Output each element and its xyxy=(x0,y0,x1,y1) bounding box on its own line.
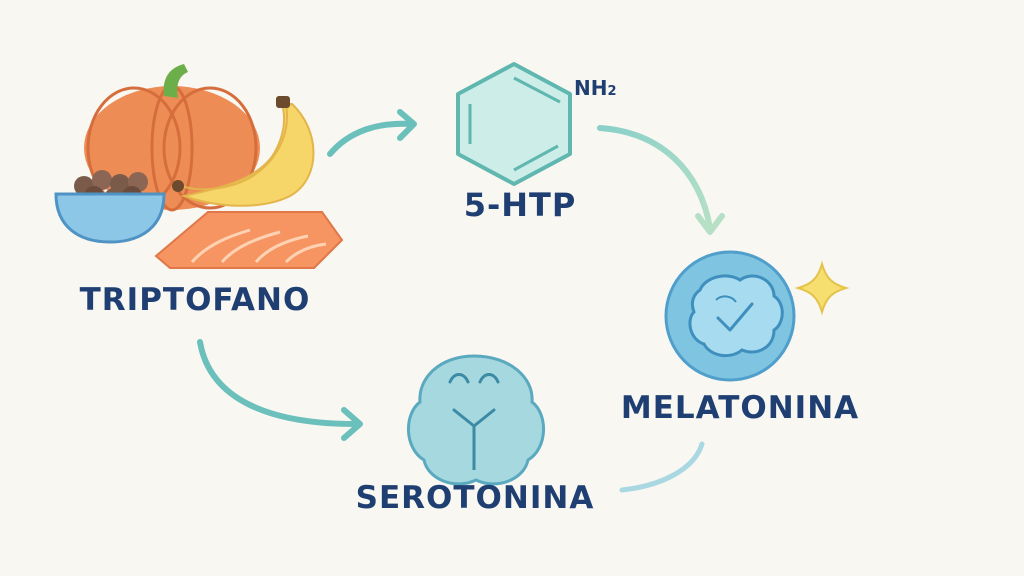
arrow-htp-to-melatonina xyxy=(597,125,725,235)
brain-icon xyxy=(407,354,545,486)
serotonina-label: SEROTONINA xyxy=(355,480,595,516)
triptofano-label: TRIPTOFANO xyxy=(79,282,311,318)
benzene-ring-icon xyxy=(456,62,572,186)
htp-label: 5-HTP xyxy=(463,186,577,224)
amine-group-label: NH2 xyxy=(574,76,617,100)
banana-icon xyxy=(172,96,315,207)
arrow-triptofano-to-htp xyxy=(327,109,417,157)
amine-subscript: 2 xyxy=(607,84,617,99)
arrow-triptofano-to-serotonina xyxy=(197,339,363,441)
amine-group-text: NH xyxy=(574,76,608,100)
nuts-bowl-icon xyxy=(54,170,166,244)
connector-serotonina-to-melatonina xyxy=(619,441,705,493)
melatonina-label: MELATONINA xyxy=(620,390,860,426)
head-brain-icon xyxy=(664,250,796,382)
sparkle-icon xyxy=(794,260,850,316)
salmon-icon xyxy=(154,211,344,269)
